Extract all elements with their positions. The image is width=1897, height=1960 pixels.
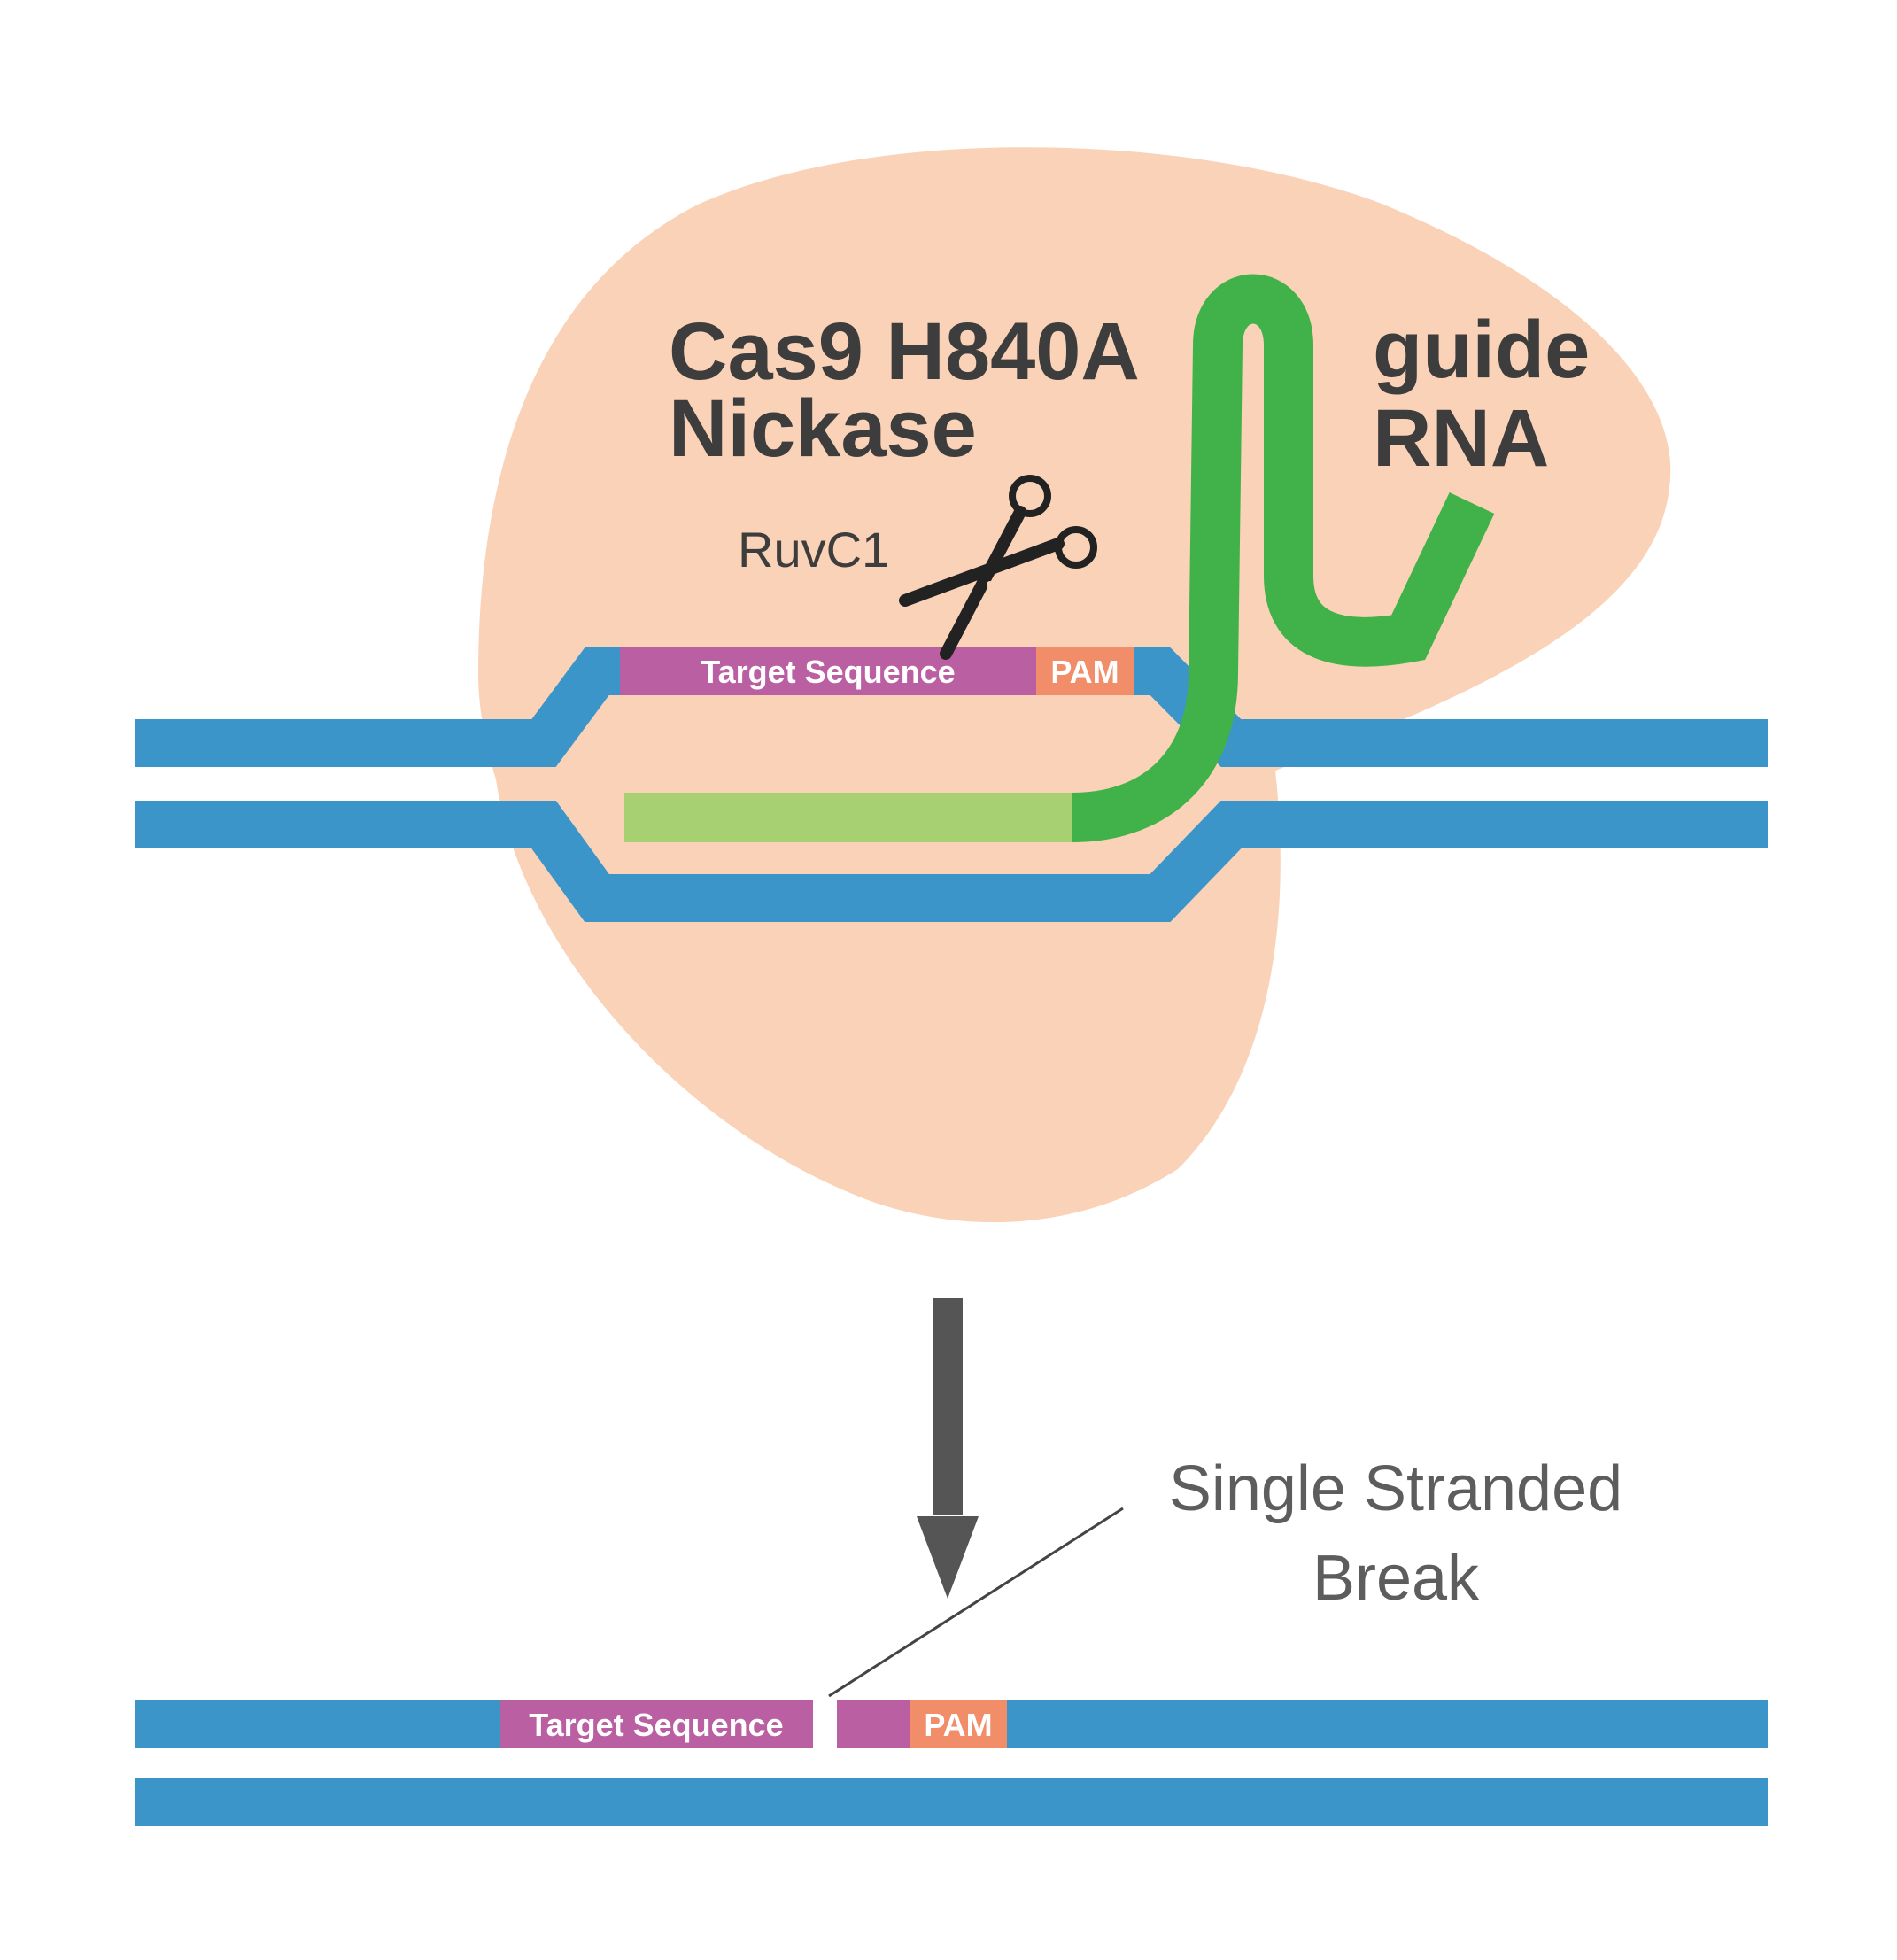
result-pam-label: PAM	[924, 1707, 992, 1743]
result-target-sequence-label: Target Sequence	[529, 1707, 783, 1743]
scissors-icon	[899, 475, 1097, 660]
guide-rna-scaffold	[1071, 274, 1495, 842]
pam-label: PAM	[1050, 654, 1119, 690]
result-target-sequence-segment	[500, 1700, 813, 1748]
result-target-sequence-remainder	[837, 1700, 910, 1748]
ruvc1-domain-label: RuvC1	[738, 522, 889, 577]
enzyme-name-line1: Cas9 H840A	[669, 306, 1140, 397]
nicked-dna: Target Sequence PAM	[135, 1700, 1768, 1826]
guide-rna-label-line1: guide	[1373, 305, 1590, 395]
top-dna-strand: Target Sequence PAM	[135, 647, 1768, 767]
target-sequence-label: Target Sequence	[701, 654, 955, 690]
result-pam-segment	[910, 1700, 1007, 1748]
bottom-dna-strand	[135, 801, 1768, 922]
break-label-line1: Single Stranded	[1169, 1453, 1622, 1524]
target-sequence-segment	[620, 647, 1036, 695]
guide-rna-spacer	[624, 793, 1072, 842]
guide-rna	[624, 274, 1495, 842]
guide-rna-label-line2: RNA	[1373, 393, 1549, 484]
nicked-bottom-strand	[135, 1778, 1768, 1826]
top-strand-left	[135, 647, 620, 767]
pam-segment	[1036, 647, 1134, 695]
break-callout-line	[828, 1507, 1124, 1698]
enzyme-name-line2: Nickase	[669, 383, 977, 474]
break-label-line2: Break	[1312, 1543, 1480, 1614]
down-arrow-icon	[917, 1298, 979, 1599]
